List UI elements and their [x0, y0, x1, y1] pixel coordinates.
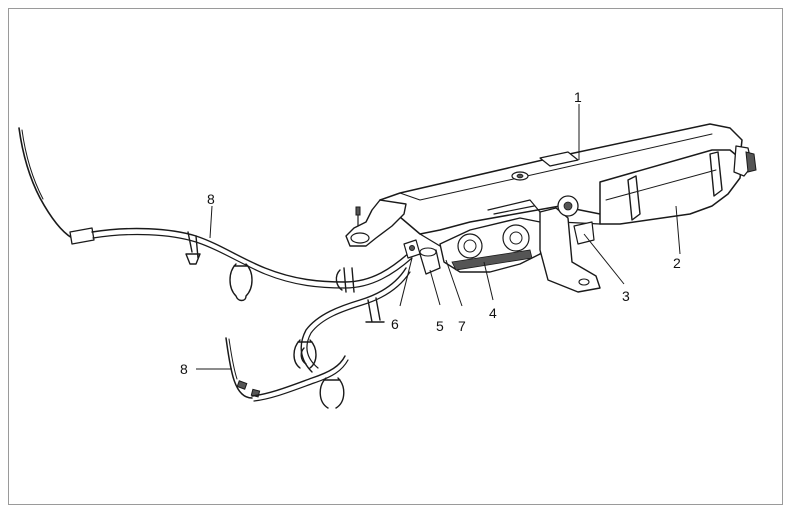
- callout-3: 3: [622, 288, 630, 304]
- actuator-housing: [345, 123, 757, 247]
- callout-4: 4: [489, 305, 497, 321]
- callout-2: 2: [673, 255, 681, 271]
- callout-8-lower: 8: [180, 361, 188, 377]
- callout-6: 6: [391, 316, 399, 332]
- leader-lines: [196, 104, 681, 370]
- diagram-frame: [8, 8, 783, 505]
- lower-cable-harness: [225, 267, 411, 409]
- callout-labels: 1 2 3 4 5 7 6 8 8: [180, 89, 681, 377]
- callout-1: 1: [574, 89, 582, 105]
- callout-7: 7: [458, 318, 466, 334]
- gearbox-mechanism: [403, 195, 601, 293]
- callout-5: 5: [436, 318, 444, 334]
- upper-cable-harness: [18, 127, 413, 302]
- callout-8-upper: 8: [207, 191, 215, 207]
